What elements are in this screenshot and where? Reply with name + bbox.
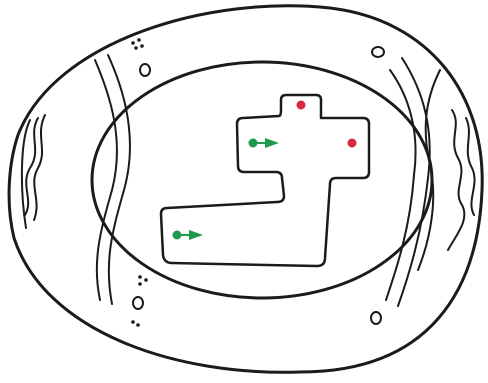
goal-dot-top[interactable] bbox=[297, 101, 306, 110]
left-band bbox=[22, 55, 130, 304]
hole-top-left bbox=[140, 64, 150, 76]
play-field bbox=[92, 62, 432, 298]
player-marker-lower[interactable] bbox=[173, 230, 204, 240]
maze-track bbox=[161, 95, 369, 266]
goal-dot-right[interactable] bbox=[348, 139, 357, 148]
hole-top-right bbox=[372, 47, 384, 57]
decor-dots bbox=[131, 38, 148, 327]
outer-shell bbox=[9, 6, 482, 372]
hole-bottom-right bbox=[371, 312, 381, 324]
player-marker-upper[interactable] bbox=[249, 138, 280, 148]
hole-bottom-left bbox=[133, 297, 143, 309]
